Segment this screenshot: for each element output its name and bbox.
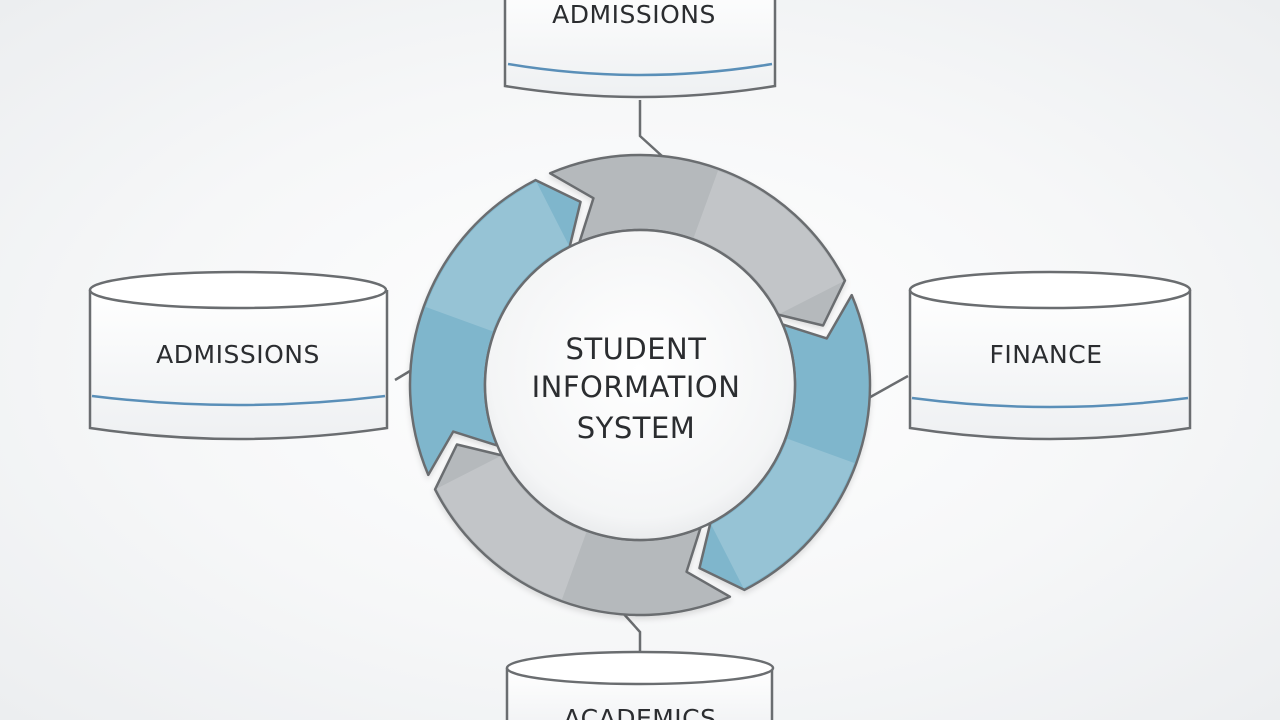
database-left: [88, 270, 389, 441]
connector-lines: [394, 100, 909, 660]
database-right: [908, 270, 1192, 441]
database-left-accent: [91, 394, 386, 407]
database-right-accent: [911, 396, 1189, 409]
cycle-ring: [408, 153, 872, 617]
center-title-line-1: STUDENT: [565, 332, 707, 366]
database-bottom: [505, 650, 775, 720]
ring-segment-top-right-highlight: [693, 170, 844, 314]
ring-segment-top-left-highlight: [425, 181, 569, 332]
center-circle: [483, 228, 797, 542]
connector-bottom: [621, 611, 642, 660]
connector-right: [864, 374, 909, 402]
database-left-label: ADMISSIONS: [156, 340, 320, 369]
database-top: [503, 0, 777, 99]
database-top-accent: [507, 62, 773, 77]
database-right-label: FINANCE: [989, 340, 1103, 369]
ring-segment-bottom-left-highlight: [436, 456, 587, 600]
database-top-label: ADMISSIONS: [552, 0, 716, 29]
database-bottom-label: ACADEMICS: [563, 704, 717, 720]
ring-segment-bottom-right-highlight: [711, 438, 855, 589]
connector-top: [638, 100, 663, 157]
center-title-line-3: SYSTEM: [576, 411, 696, 445]
center-title-line-2: INFORMATION: [531, 370, 741, 404]
